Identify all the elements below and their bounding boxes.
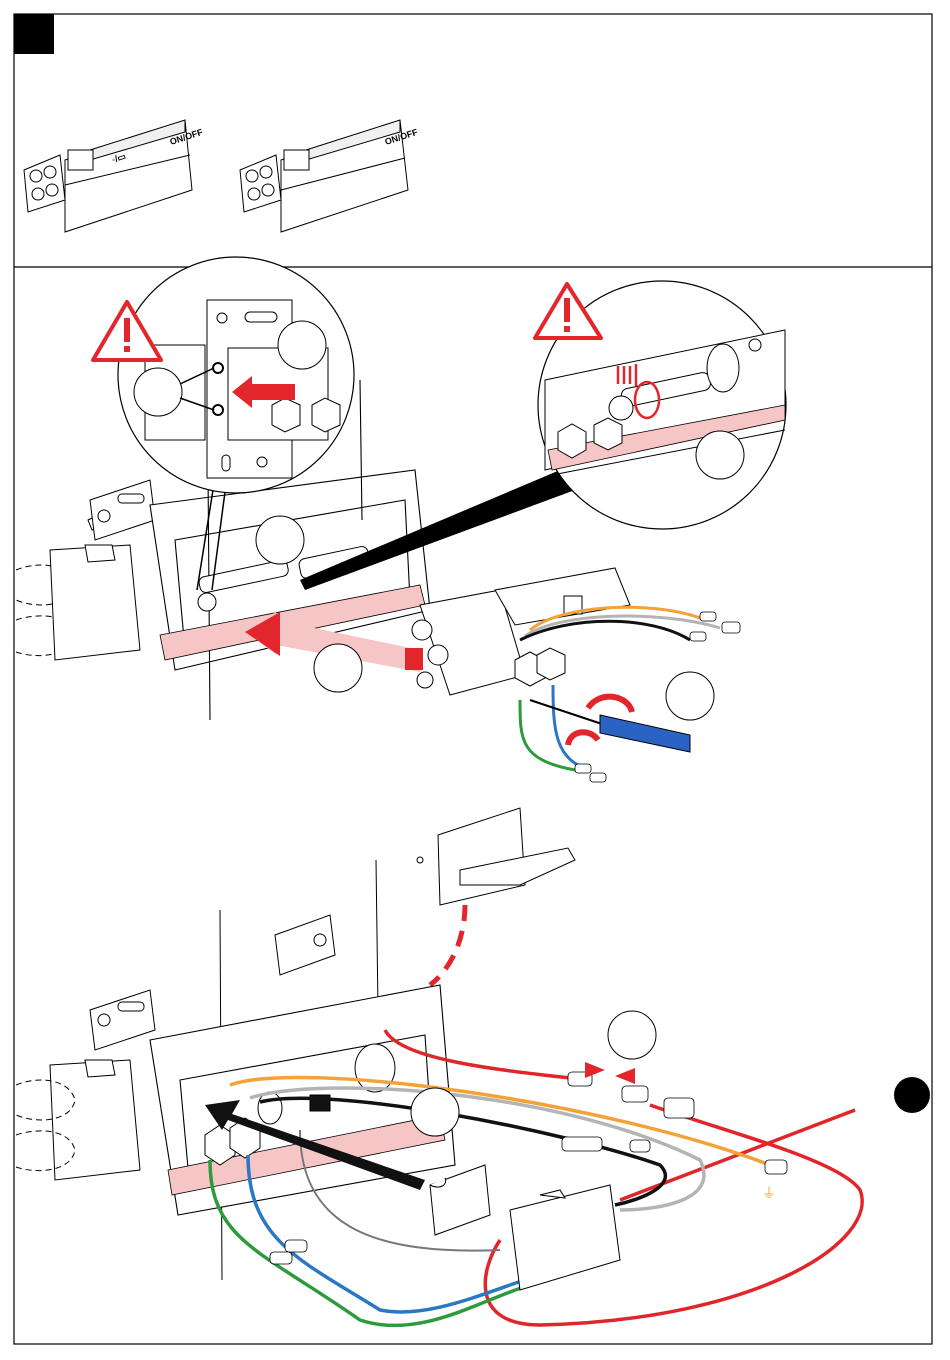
power-supply-box (510, 1185, 620, 1290)
red-removal-tail (405, 648, 423, 670)
callout-circle-4 (256, 516, 304, 564)
callout-circle-6 (666, 672, 714, 720)
callout-circle-5 (314, 644, 362, 692)
callout-circle-1 (278, 321, 326, 369)
valve-body-b (50, 1060, 140, 1180)
callout-circle-8 (411, 1088, 459, 1136)
shelf-bracket (376, 808, 575, 1010)
red-dashed-path (430, 905, 465, 985)
mounting-bracket-a (90, 480, 155, 540)
callout-circle-3 (696, 431, 744, 479)
black-marker-dot (894, 1077, 930, 1113)
sticker-icon (430, 1165, 490, 1235)
red-connect-arrow-right (615, 1068, 635, 1084)
step-marker-square (14, 14, 54, 54)
callout-circle-2 (134, 368, 182, 416)
valve-cartridge (412, 568, 630, 695)
red-connect-arrow-left (585, 1062, 605, 1078)
callout-circle-7 (608, 1011, 656, 1059)
earth-symbol: ⏚ (762, 1186, 776, 1202)
control-unit-a (24, 120, 192, 232)
detail-circle-left (118, 257, 354, 493)
